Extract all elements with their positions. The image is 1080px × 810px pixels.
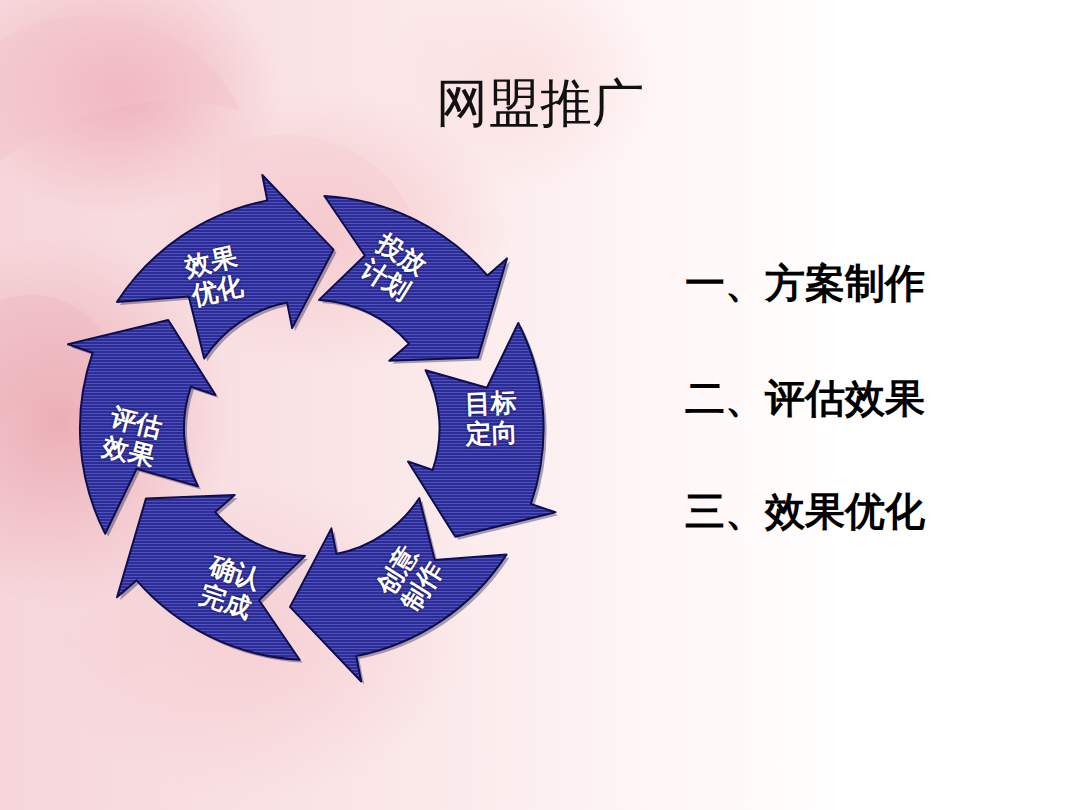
step-label: 目标定向 — [463, 388, 520, 450]
list-item: 二、评估效果 — [685, 371, 925, 426]
arrow-outline — [408, 323, 556, 537]
slide-title: 网盟推广 — [436, 69, 644, 139]
arrow-outline — [117, 495, 305, 660]
list-item: 三、效果优化 — [685, 484, 925, 539]
arrow-outline — [319, 196, 507, 361]
list-item: 一、方案制作 — [685, 256, 925, 311]
arrow-outline — [68, 320, 216, 534]
cycle-arrow: 创意制作 — [287, 495, 510, 685]
cycle-arrow: 投放计划 — [316, 193, 510, 364]
cycle-arrow: 确认完成 — [114, 492, 308, 663]
step-label: 效果优化 — [181, 242, 247, 312]
cycle-arrow: 目标定向 — [405, 320, 559, 540]
arrow-outline — [290, 498, 507, 682]
cycle-arrow: 评估效果 — [65, 317, 219, 537]
